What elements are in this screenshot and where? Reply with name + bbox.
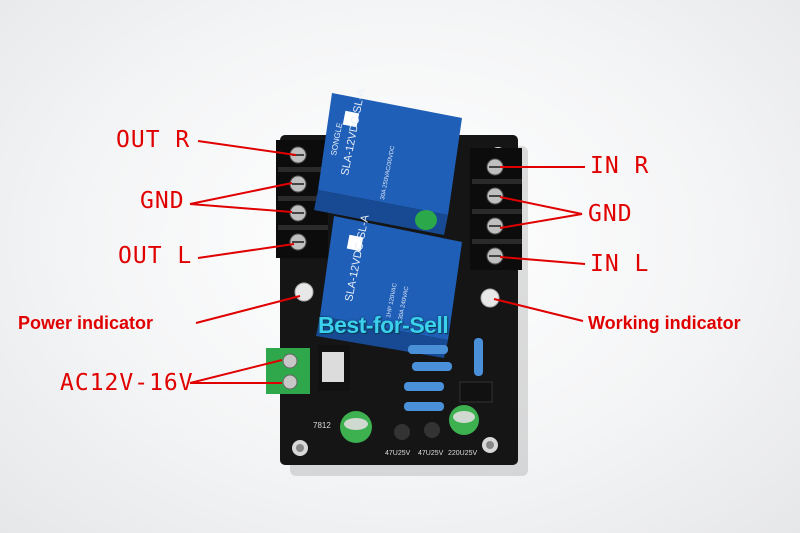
electrolytic-capacitor xyxy=(340,405,479,443)
annotation-arrows xyxy=(189,140,586,384)
label-gnd-right: GND xyxy=(588,201,633,227)
power-led xyxy=(294,282,314,302)
label-ac-input: AC12V-16V xyxy=(60,370,194,396)
watermark: Best-for-Sell xyxy=(318,312,449,338)
label-gnd-left: GND xyxy=(140,188,185,214)
label-working-indicator: Working indicator xyxy=(588,313,741,333)
relay-1: SLA-12VDC-SL-A SONGLE 30A 250VAC/30VDC xyxy=(314,87,462,235)
label-out-r: OUT R xyxy=(116,127,191,153)
label-in-l: IN L xyxy=(590,251,650,277)
cap-label-2: 47U25V xyxy=(418,450,444,457)
label-power-indicator: Power indicator xyxy=(18,313,154,333)
cap-label-3: 220U25V xyxy=(448,450,478,457)
cap-label-1: 47U25V xyxy=(385,450,411,457)
working-led xyxy=(480,288,500,308)
ac-input-terminal xyxy=(266,348,310,394)
regulator xyxy=(322,352,344,382)
left-terminal-block xyxy=(276,140,328,258)
small-capacitor xyxy=(415,210,437,230)
right-terminal-block xyxy=(470,148,522,270)
resistor xyxy=(404,338,483,411)
label-in-r: IN R xyxy=(590,153,650,179)
ic-chip xyxy=(459,381,493,403)
label-out-l: OUT L xyxy=(118,243,193,269)
regulator-label: 7812 xyxy=(313,421,331,430)
